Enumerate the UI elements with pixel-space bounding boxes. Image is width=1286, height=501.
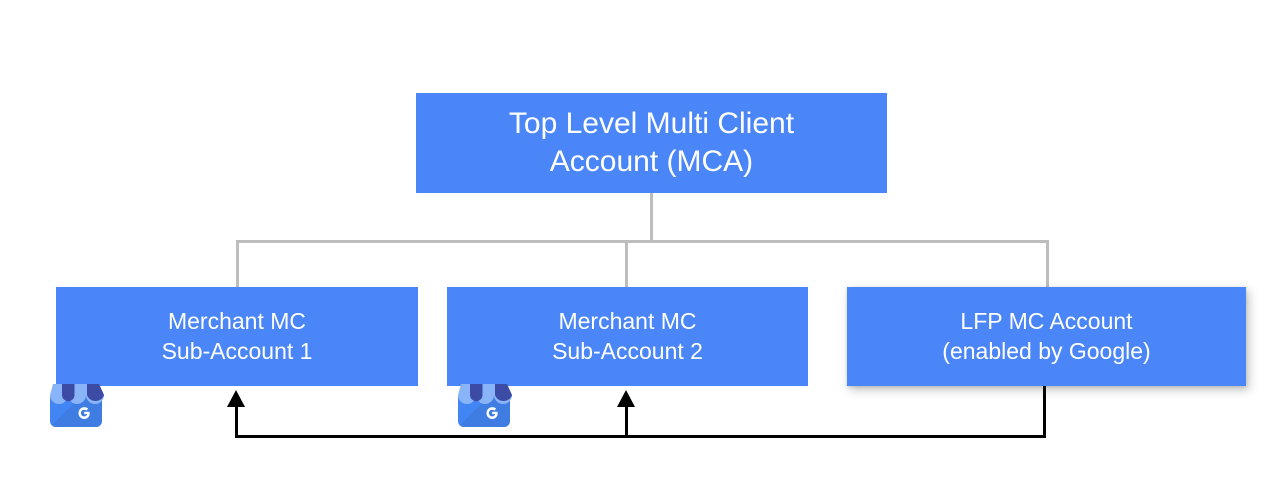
arrowhead-into-sub2 xyxy=(617,390,635,407)
node-top-level-mca-label: Top Level Multi Client Account (MCA) xyxy=(508,106,795,178)
feedback-line-bottom-rail xyxy=(235,435,1046,438)
google-business-profile-icon xyxy=(458,384,512,427)
google-business-profile-icon xyxy=(50,384,104,427)
node-merchant-sub-account-1-label: Merchant MC Sub-Account 1 xyxy=(161,308,313,364)
connector-drop-sub1 xyxy=(236,240,239,288)
connector-drop-sub2 xyxy=(625,240,628,288)
node-merchant-sub-account-1[interactable]: Merchant MC Sub-Account 1 xyxy=(56,287,418,386)
node-lfp-mc-account[interactable]: LFP MC Account (enabled by Google) xyxy=(847,287,1246,386)
node-lfp-mc-account-label: LFP MC Account (enabled by Google) xyxy=(942,308,1151,364)
arrowhead-into-sub1 xyxy=(227,390,245,407)
node-top-level-mca[interactable]: Top Level Multi Client Account (MCA) xyxy=(416,93,887,193)
node-merchant-sub-account-2-label: Merchant MC Sub-Account 2 xyxy=(552,308,703,364)
connector-horizontal-bus xyxy=(236,240,1049,243)
feedback-line-riser-sub1 xyxy=(235,399,238,436)
feedback-line-riser-sub2 xyxy=(625,399,628,436)
connector-mca-stem xyxy=(650,193,653,243)
connector-drop-lfp xyxy=(1046,240,1049,288)
node-merchant-sub-account-2[interactable]: Merchant MC Sub-Account 2 xyxy=(447,287,808,386)
feedback-line-lfp-descender xyxy=(1043,386,1046,438)
